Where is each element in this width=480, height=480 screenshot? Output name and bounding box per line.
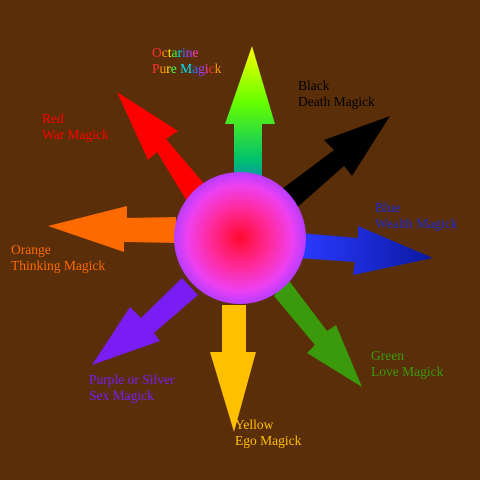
label-green-line2: Love Magick bbox=[371, 364, 444, 379]
orange-arrow bbox=[48, 206, 176, 252]
octarine-arrow bbox=[225, 46, 275, 210]
label-green: Green Love Magick bbox=[371, 348, 443, 380]
label-octarine-line2: Pure Magick bbox=[152, 61, 222, 76]
label-yellow-line2: Ego Magick bbox=[235, 433, 302, 448]
red-arrow bbox=[117, 92, 206, 203]
label-orange: Orange Thinking Magick bbox=[11, 242, 105, 274]
label-black: Black Death Magick bbox=[298, 78, 375, 110]
label-blue-line2: Wealth Magick bbox=[375, 216, 458, 231]
blue-arrow bbox=[298, 226, 433, 275]
label-yellow: Yellow Ego Magick bbox=[235, 417, 301, 449]
label-black-line2: Death Magick bbox=[298, 94, 375, 109]
label-orange-line1: Orange bbox=[11, 242, 51, 257]
label-red: Red War Magick bbox=[42, 111, 109, 143]
yellow-arrow bbox=[210, 305, 256, 432]
label-green-line1: Green bbox=[371, 348, 404, 363]
label-blue: Blue Wealth Magick bbox=[375, 200, 458, 232]
label-purple-line1: Purple or Silver bbox=[89, 372, 175, 387]
label-octarine: Octarine Pure Magick bbox=[152, 45, 221, 77]
green-arrow bbox=[274, 278, 362, 387]
label-black-line1: Black bbox=[298, 78, 330, 93]
black-arrow bbox=[278, 116, 390, 212]
label-blue-line1: Blue bbox=[375, 200, 401, 215]
label-yellow-line1: Yellow bbox=[235, 417, 274, 432]
label-purple-line2: Sex Magick bbox=[89, 388, 154, 403]
center-orb bbox=[174, 172, 306, 304]
label-red-line1: Red bbox=[42, 111, 64, 126]
label-orange-line2: Thinking Magick bbox=[11, 258, 106, 273]
label-octarine-line1: Octarine bbox=[152, 45, 199, 60]
label-purple: Purple or Silver Sex Magick bbox=[89, 372, 175, 404]
label-red-line2: War Magick bbox=[42, 127, 109, 142]
purple-arrow bbox=[92, 278, 198, 365]
